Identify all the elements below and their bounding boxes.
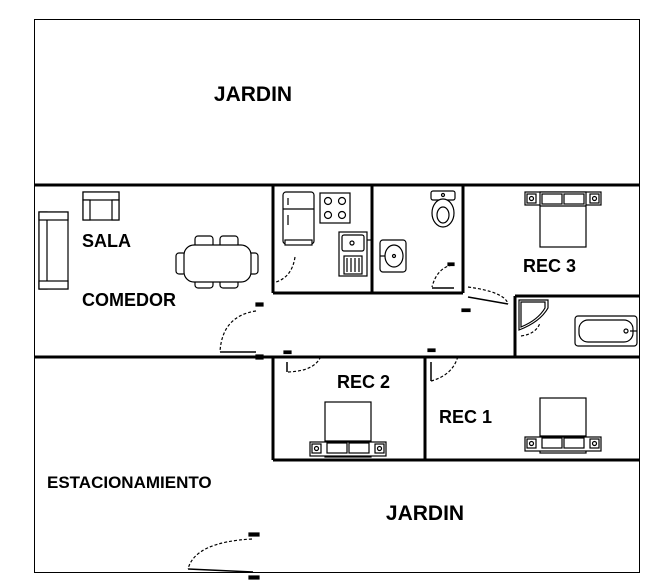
bathtub-icon (574, 315, 638, 347)
label-jardin-top: JARDIN (214, 83, 292, 106)
bed-icon (524, 397, 602, 454)
sofa-icon (38, 211, 69, 290)
toilet-icon (430, 190, 456, 228)
label-rec3: REC 3 (523, 256, 576, 276)
door-swing-icon (187, 256, 541, 580)
label-estacionamiento: ESTACIONAMIENTO (47, 473, 212, 492)
bed-icon (524, 191, 602, 248)
label-jardin-bottom: JARDIN (386, 502, 464, 525)
house-walls (34, 183, 639, 462)
bed-icon (309, 401, 387, 458)
dining-table-icon (175, 235, 259, 289)
refrigerator-icon (282, 191, 315, 246)
label-sala: SALA (82, 231, 131, 251)
bathroom-sink-icon (379, 239, 407, 273)
armchair-icon (82, 191, 120, 221)
label-rec2: REC 2 (337, 372, 390, 392)
label-comedor: COMEDOR (82, 290, 176, 310)
plot-outline (34, 19, 640, 573)
shower-icon (518, 299, 549, 331)
label-rec1: REC 1 (439, 407, 492, 427)
kitchen-sink-icon (338, 231, 371, 277)
stove-icon (319, 192, 351, 224)
